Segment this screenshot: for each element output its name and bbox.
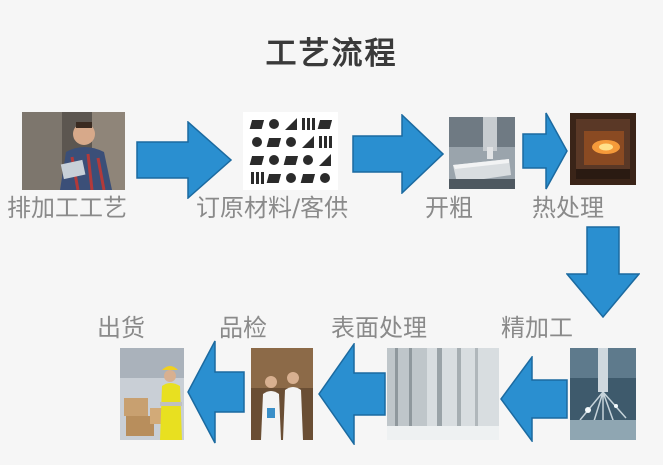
arrow-2-to-3 — [352, 114, 444, 194]
inspectors-icon — [251, 348, 313, 440]
step-8-photo-shipping — [120, 348, 184, 440]
step-3-photo-roughing — [449, 117, 515, 189]
furnace-icon — [570, 113, 636, 185]
material-profile-glyph — [319, 154, 331, 166]
diagram-title: 工艺流程 — [265, 36, 398, 72]
arrow-right-icon — [522, 112, 568, 190]
arrow-left-icon — [500, 356, 568, 442]
material-profile-glyph — [252, 137, 262, 147]
arrow-down-icon — [566, 226, 640, 318]
step-3-label: 开粗 — [425, 194, 473, 222]
material-profiles-icon — [243, 112, 338, 190]
arrow-3-to-4 — [522, 112, 568, 190]
step-8-label: 出货 — [97, 314, 145, 342]
step-2-label: 订原材料/客供 — [196, 194, 349, 222]
material-profile-glyph — [266, 138, 282, 147]
arrow-1-to-2 — [136, 121, 232, 199]
material-profile-glyph — [320, 173, 330, 183]
step-4-label: 热处理 — [532, 194, 604, 222]
material-profile-glyph — [249, 156, 265, 165]
arrow-right-icon — [352, 114, 444, 194]
material-profile-glyph — [286, 137, 296, 147]
material-profile-glyph — [300, 174, 316, 183]
step-1-label: 排加工工艺 — [7, 194, 127, 222]
step-5-photo-finishing — [570, 348, 636, 440]
material-profile-glyph — [266, 174, 282, 183]
step-1-photo-planning — [22, 112, 125, 190]
material-profile-glyph — [317, 120, 333, 129]
arrow-7-to-8 — [187, 340, 245, 444]
arrow-4-to-5 — [566, 226, 640, 318]
material-profile-glyph — [303, 155, 313, 165]
material-profile-glyph — [286, 173, 296, 183]
step-4-photo-heat-treatment — [570, 113, 636, 185]
cnc-machine-icon — [449, 117, 515, 189]
material-profile-glyph — [251, 172, 264, 184]
arrow-left-icon — [187, 340, 245, 444]
person-tablet-icon — [22, 112, 125, 190]
step-5-label: 精加工 — [501, 314, 573, 342]
coating-line-icon — [387, 348, 499, 440]
material-profile-glyph — [285, 118, 297, 130]
material-profile-glyph — [283, 156, 299, 165]
material-profile-glyph — [269, 119, 279, 129]
step-6-label: 表面处理 — [331, 314, 427, 342]
step-2-photo-materials — [243, 112, 338, 190]
step-6-photo-surface-treatment — [387, 348, 499, 440]
material-profile-glyph — [269, 155, 279, 165]
warehouse-worker-icon — [120, 348, 184, 440]
material-profile-glyph — [319, 136, 332, 148]
arrow-6-to-7 — [318, 343, 386, 445]
step-7-photo-inspection — [251, 348, 313, 440]
material-profile-glyph — [249, 120, 265, 129]
material-profile-glyph — [302, 136, 314, 148]
arrow-left-icon — [318, 343, 386, 445]
arrow-5-to-6 — [500, 356, 568, 442]
milling-coolant-icon — [570, 348, 636, 440]
material-profile-glyph — [302, 118, 315, 130]
arrow-right-icon — [136, 121, 232, 199]
step-7-label: 品检 — [219, 314, 267, 342]
